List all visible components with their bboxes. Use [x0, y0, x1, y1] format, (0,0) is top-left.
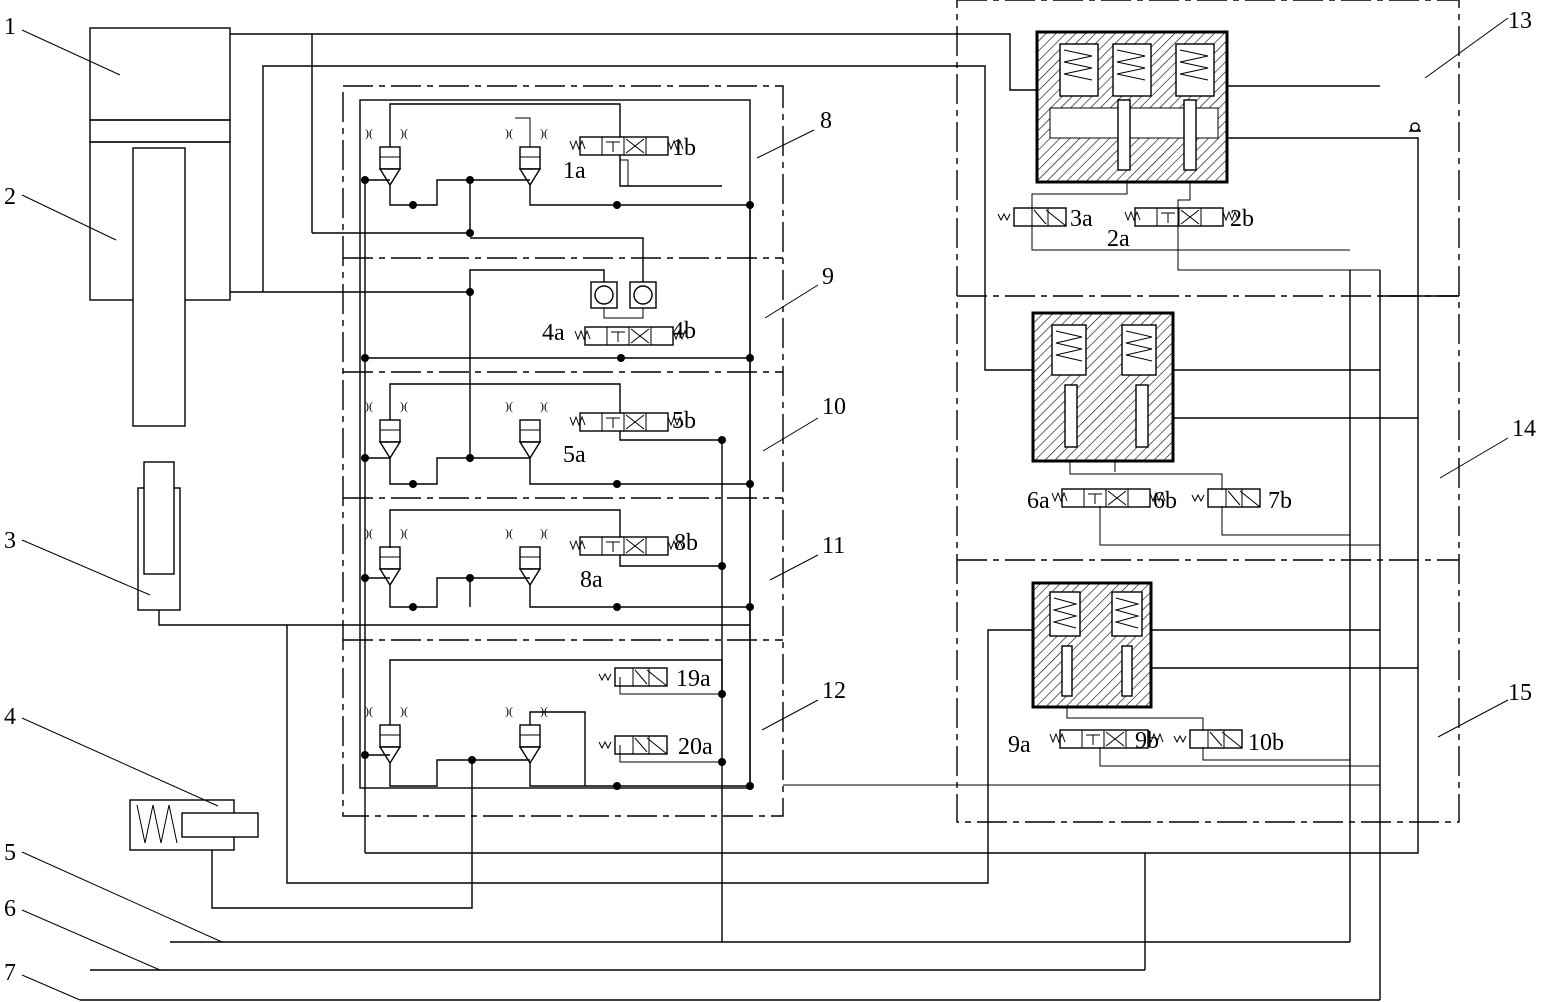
label-6a: 6a	[1027, 488, 1050, 514]
label-3a: 3a	[1070, 206, 1093, 232]
label-5b: 5b	[672, 408, 696, 434]
manifold-valve-15	[1031, 581, 1153, 709]
label-8b: 8b	[674, 530, 698, 556]
label-7b: 7b	[1268, 488, 1292, 514]
valve-block-right	[956, 0, 1460, 823]
label-15: 15	[1508, 680, 1532, 706]
manifold-valve-13	[1035, 30, 1229, 184]
section-9	[365, 237, 750, 456]
label-11: 11	[822, 533, 845, 559]
label-2b: 2b	[1230, 206, 1254, 232]
label-8: 8	[820, 108, 832, 134]
label-8a: 8a	[580, 567, 603, 593]
valve-block-middle	[342, 85, 784, 817]
section-11	[364, 509, 750, 608]
label-7: 7	[4, 960, 16, 986]
label-1a: 1a	[563, 158, 586, 184]
leader-lines	[21, 17, 1509, 1001]
label-10b: 10b	[1248, 730, 1284, 756]
label-19a: 19a	[676, 666, 711, 692]
manifold-valve-14	[1031, 311, 1175, 463]
component-number-labels: 1 2 3 4 5 6 7 8 9 10 11 12 13 14 15	[4, 8, 1536, 986]
label-13: 13	[1508, 8, 1532, 34]
label-1b: 1b	[672, 135, 696, 161]
label-3: 3	[4, 528, 16, 554]
label-4b: 4b	[672, 318, 696, 344]
label-10: 10	[822, 394, 846, 420]
label-5a: 5a	[563, 442, 586, 468]
label-14: 14	[1512, 416, 1536, 442]
label-2a: 2a	[1107, 226, 1130, 252]
label-9: 9	[822, 264, 834, 290]
label-2: 2	[4, 184, 16, 210]
cylinder-1	[89, 27, 231, 427]
junction-dots	[361, 176, 754, 790]
section-10	[364, 383, 750, 485]
label-12: 12	[822, 678, 846, 704]
valve-labels: 1a 1b 4a 4b 5a 5b 8a 8b 19a 20a 3a 2a 2b…	[542, 135, 1292, 760]
section-8	[364, 103, 750, 233]
label-6: 6	[4, 896, 16, 922]
check-valve-icon	[1408, 122, 1422, 132]
label-9a: 9a	[1008, 732, 1031, 758]
label-4a: 4a	[542, 320, 565, 346]
label-6b: 6b	[1153, 488, 1177, 514]
pipework	[80, 33, 1459, 1001]
label-4: 4	[4, 704, 16, 730]
label-20a: 20a	[678, 734, 713, 760]
label-5: 5	[4, 840, 16, 866]
spring-cylinder-4	[129, 799, 259, 851]
label-9b: 9b	[1135, 728, 1159, 754]
pressure-sensor-3	[137, 461, 181, 611]
label-1: 1	[4, 14, 16, 40]
